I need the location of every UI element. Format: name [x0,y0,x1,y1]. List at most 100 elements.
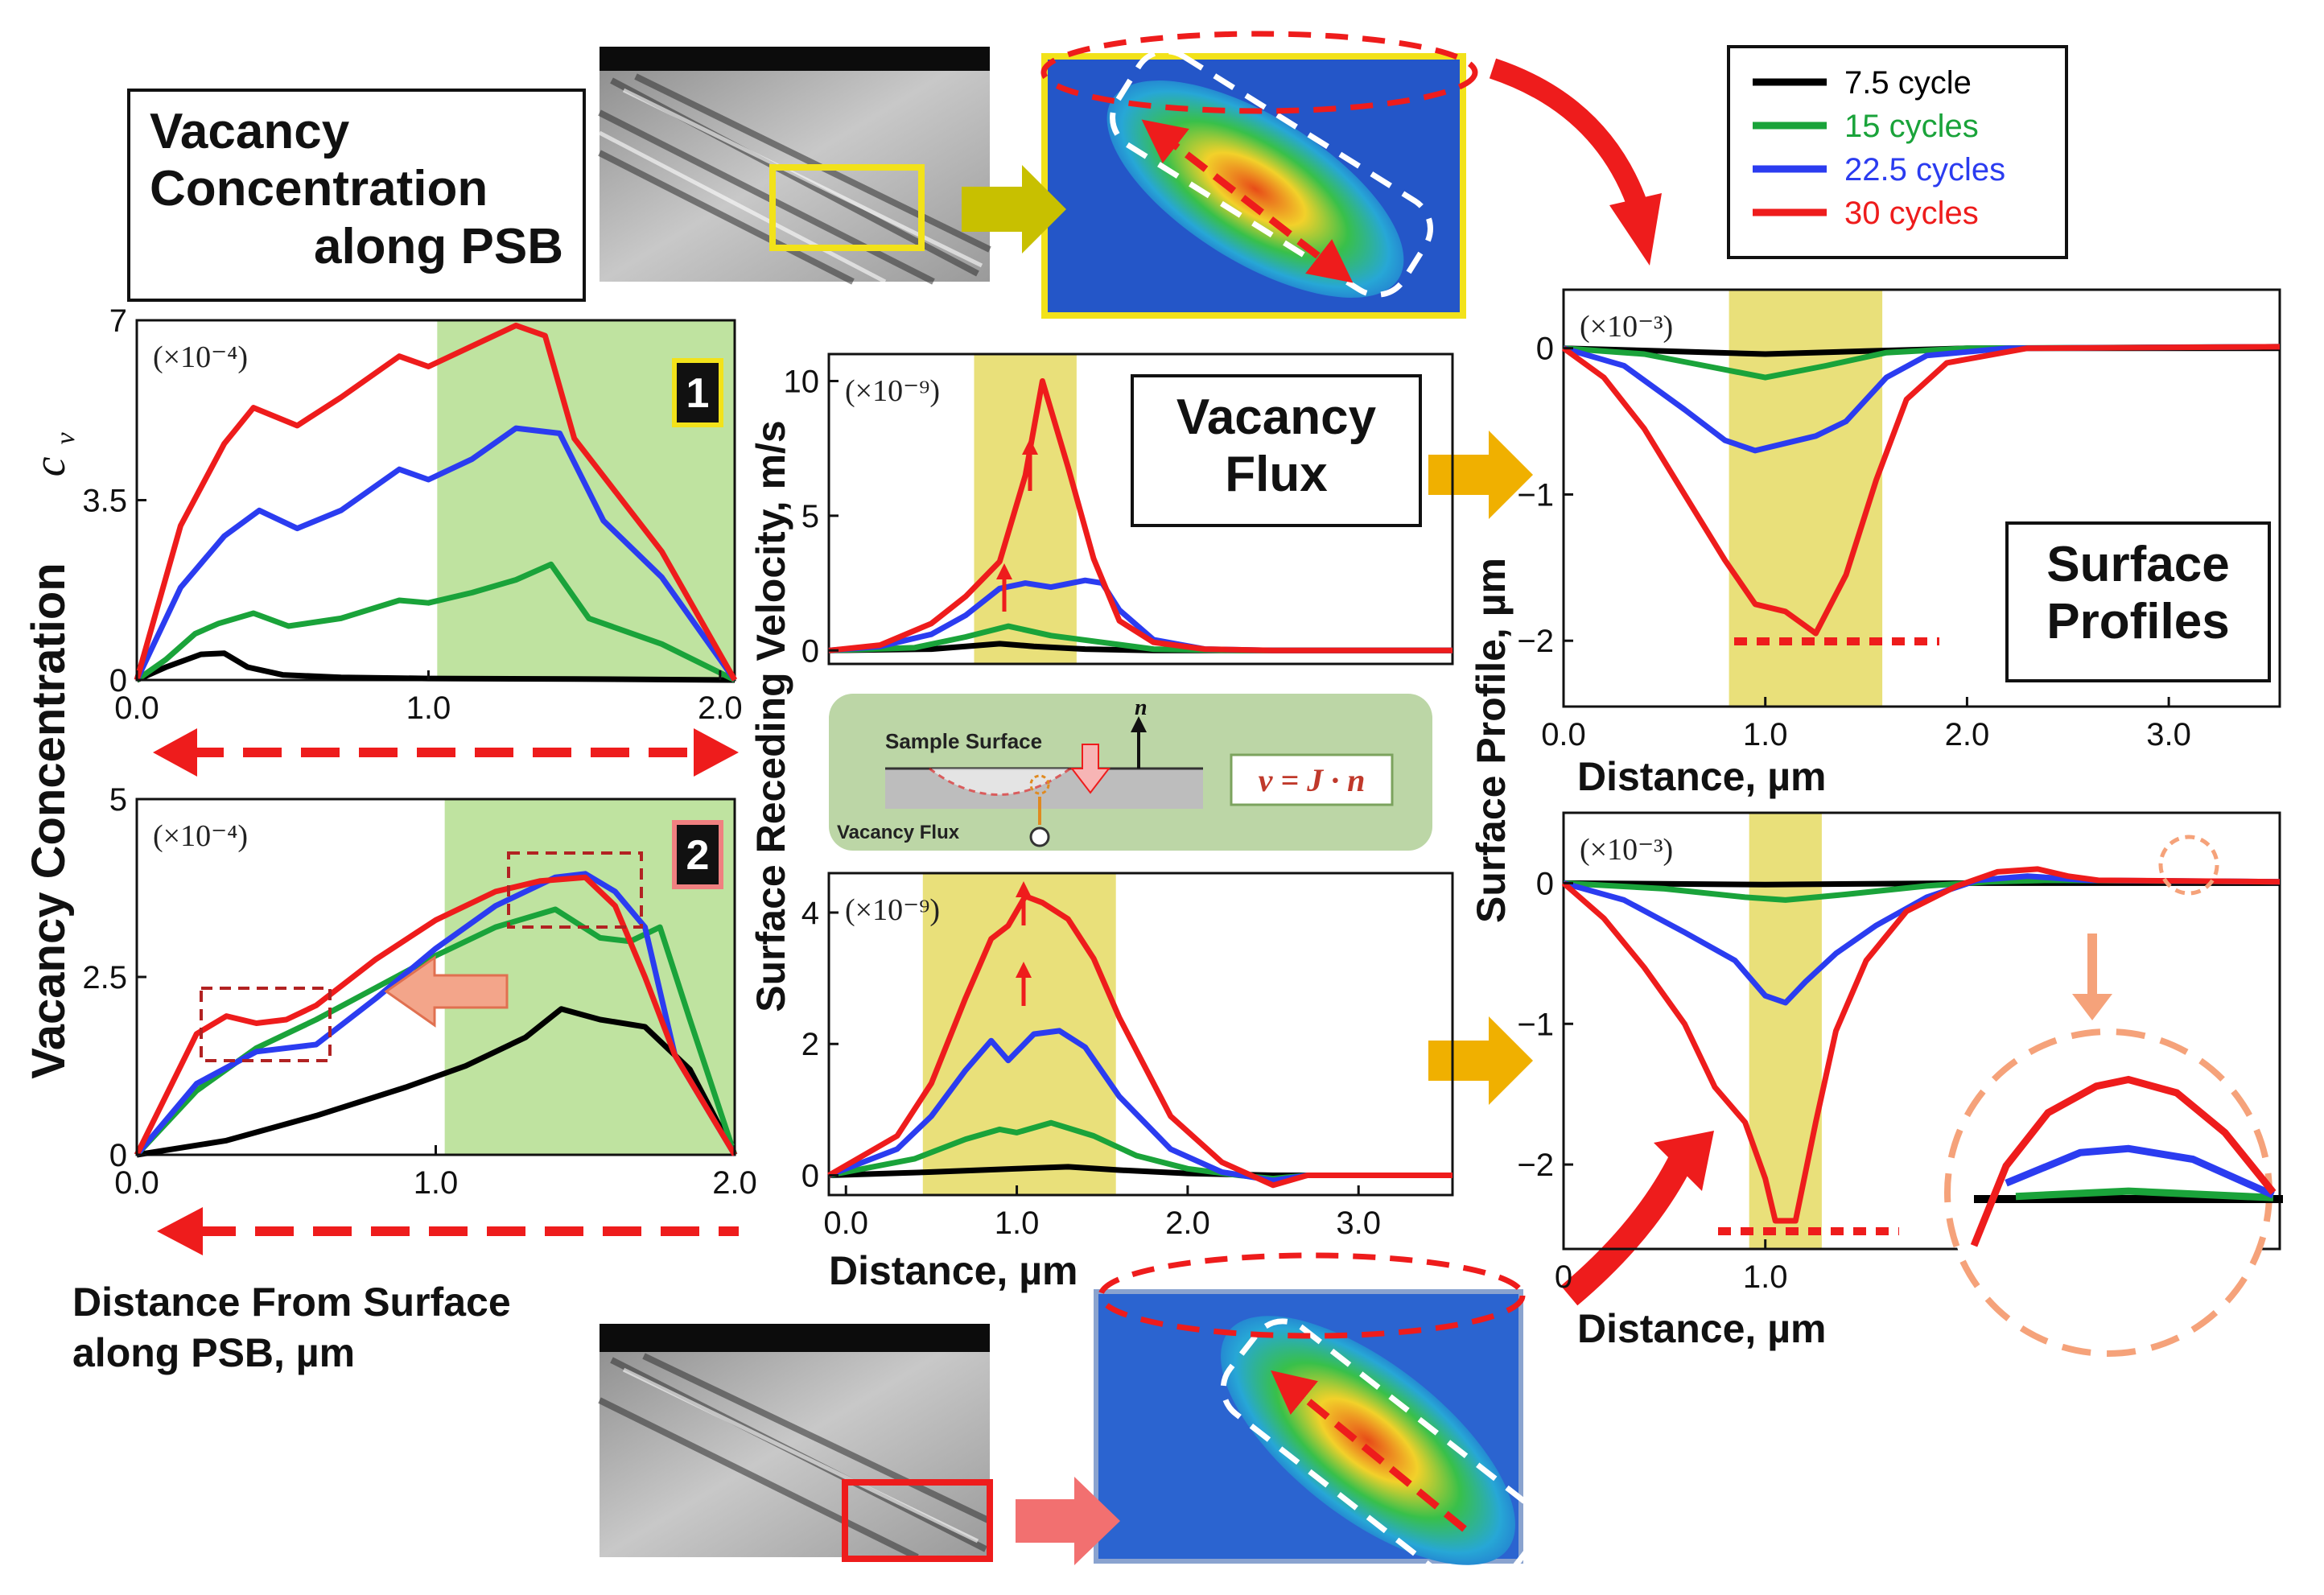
micrograph-top [598,47,991,285]
y-axis-label-surface-profile: Surface Profile, µm [1469,558,1514,923]
x-axis-label-middle: Distance, µm [829,1248,1078,1293]
multiplier-label: (×10⁻³) [1580,833,1673,867]
x-tick-label: 2.0 [698,690,743,726]
y-axis-symbol-subscript: v [51,432,80,445]
x-tick-label: 1.0 [414,1165,459,1201]
flux-inset-diagram [829,694,1432,851]
highlight-band [1749,813,1822,1249]
arrow-head-right [694,728,739,777]
series-line-30-cycles [827,893,1452,1189]
series-line-22-5-cycles [828,577,1452,653]
y-axis-symbol: c [25,456,75,476]
series-line-22-5-cycles [134,871,738,1157]
connector-arrows [962,58,2112,1565]
series-line-30-cycles [828,378,1452,653]
y-tick-label: 0 [109,663,127,699]
zoom-inset [1944,835,2283,1357]
y-axis-label-receding-velocity: Surface Receding Velocity, m/s [748,420,793,1012]
x-tick-label: 2.0 [1945,717,1990,752]
x-tick-label: 1.0 [1743,1259,1788,1295]
up-arrow-head [1022,439,1038,455]
y-tick-label: 2.5 [82,960,127,995]
series-line-15-cycles [134,561,736,683]
y-tick-label: 0 [1536,332,1554,367]
series-line-15-cycles [134,906,738,1157]
marker-1-label: 1 [686,370,710,417]
legend-label: 15 cycles [1844,109,1979,144]
series-line-15-cycles [1563,344,2281,381]
legend-label: 22.5 cycles [1844,152,2005,188]
series-line-7-5-cycle [136,1006,738,1158]
plot-frame [827,352,1454,666]
y-tick-label: 0 [109,1138,127,1173]
plot-frame [1562,811,2281,1251]
y-tick-label: 0 [801,633,819,669]
y-tick-label: 5 [109,782,127,818]
multiplier-label: (×10⁻³) [1580,310,1673,344]
x-axis-label-left-line2: along PSB, µm [72,1330,355,1375]
legend-label: 30 cycles [1844,196,1979,231]
multiplier-label: (×10⁻⁹) [845,893,940,927]
inset-equation: v = J · n [1259,762,1366,798]
series-line-7-5-cycle [135,650,736,683]
micrograph-bottom [598,1324,993,1562]
legend-label: 7.5 cycle [1844,65,1972,101]
axis-titles: Vacancy Concentration cv Surface Receding … [23,420,1826,1375]
series-line-22-5-cycles [1563,873,2281,1006]
multiplier-label: (×10⁻⁴) [153,340,248,374]
y-tick-label: 10 [784,364,820,399]
heatmap-top [1040,31,1478,319]
x-tick-label: 0.0 [114,1165,159,1201]
y-tick-label: 5 [801,499,819,534]
vacancy-flux-box: Vacancy Flux [1131,374,1422,527]
y-tick-label: 4 [801,896,819,931]
arrow-head-left [153,728,197,777]
x-tick-label: 2.0 [712,1165,757,1201]
inset-vacancy-flux-label: Vacancy Flux [837,822,960,843]
surface-profiles-box: Surface Profiles [2005,521,2271,682]
up-arrow-head [1016,881,1032,897]
dashed-box-right [507,851,643,929]
x-tick-label: 1.0 [995,1206,1040,1241]
heatmap-bottom [1094,1252,1540,1595]
receding-velocity-1-chart: 0 5 10 (×10⁻⁹) [784,352,1454,669]
y-tick-label: −2 [1517,624,1554,659]
series-line-30-cycles [134,874,738,1156]
inset-n-label: n [1135,695,1148,720]
marker-1-box [672,358,723,427]
series-line-15-cycles [1563,877,2281,903]
legend: 7.5 cycle 15 cycles 22.5 cycles 30 cycles [1727,45,2068,259]
series-line-30-cycles [1561,866,2281,1224]
x-tick-label: 0.0 [1541,717,1586,752]
plot-frame [827,872,1454,1197]
salmon-arrow [384,955,509,1028]
x-tick-label: 0 [1555,1259,1572,1295]
highlight-band [974,354,1077,664]
x-tick-label: 2.0 [1165,1206,1210,1241]
y-tick-label: 2 [801,1027,819,1062]
x-tick-label: 3.0 [2146,717,2191,752]
chart2-annotations [200,851,643,1062]
y-axis-label-vacancy-concentration: Vacancy Concentration [23,563,75,1078]
vacancy-concentration-box: Vacancy Concentration along PSB [127,89,586,302]
arrow-head-left-2 [157,1207,203,1255]
x-axis-label-left-line1: Distance From Surface [72,1280,511,1325]
marker-2-label: 2 [686,832,710,879]
multiplier-label: (×10⁻⁴) [153,819,248,853]
zoom-series-line [1970,1075,2277,1247]
y-tick-label: 0 [801,1159,819,1194]
y-tick-label: 3.5 [82,484,127,519]
marker-2-box [672,820,723,889]
velocity-arrows [996,439,1038,1006]
y-tick-label: 0 [1536,866,1554,901]
dashed-arrows-left [153,728,739,1255]
marker-1: 1 [672,358,723,427]
multiplier-label: (×10⁻⁹) [845,374,940,408]
marker-2: 2 [672,820,723,889]
up-arrow-head [996,563,1012,579]
plot-frame [1562,288,2281,708]
